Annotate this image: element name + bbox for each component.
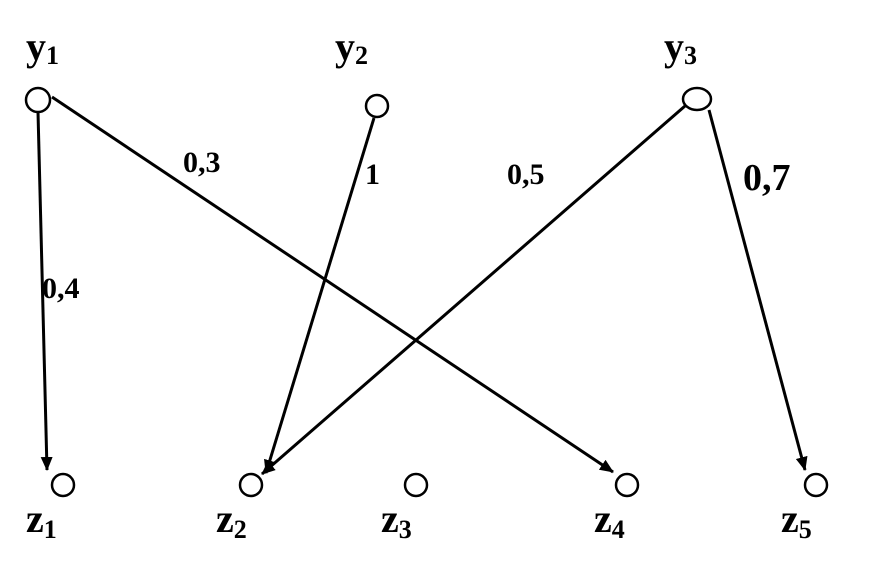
node-z2 [238,472,264,498]
node-y3 [681,86,713,112]
node-z5 [803,472,829,498]
edge-y1-z4 [51,95,614,474]
label-z2: z2 [216,496,247,544]
node-z4 [614,472,640,498]
weight-y3-z5: 0,7 [743,157,791,199]
edge-y3-z2 [261,104,686,476]
label-y3: y3 [664,24,697,70]
node-y1 [24,86,52,114]
node-z1 [50,472,76,498]
label-z1: z1 [26,496,57,544]
weight-y3-z2: 0,5 [507,158,545,191]
node-z3 [403,472,429,498]
label-y1: y1 [26,24,59,70]
edge-y1-z1 [36,111,53,471]
weight-y1-z4: 0,3 [183,146,221,179]
label-z4: z4 [594,496,625,544]
node-y2 [364,93,390,119]
label-z3: z3 [381,496,412,544]
label-y2: y2 [335,24,368,70]
weight-y2-z2: 1 [365,158,380,191]
edge-y2-z2 [264,117,376,474]
weight-y1-z1: 0,4 [42,272,80,305]
label-z5: z5 [781,496,812,544]
edge-y3-z5 [707,109,808,471]
